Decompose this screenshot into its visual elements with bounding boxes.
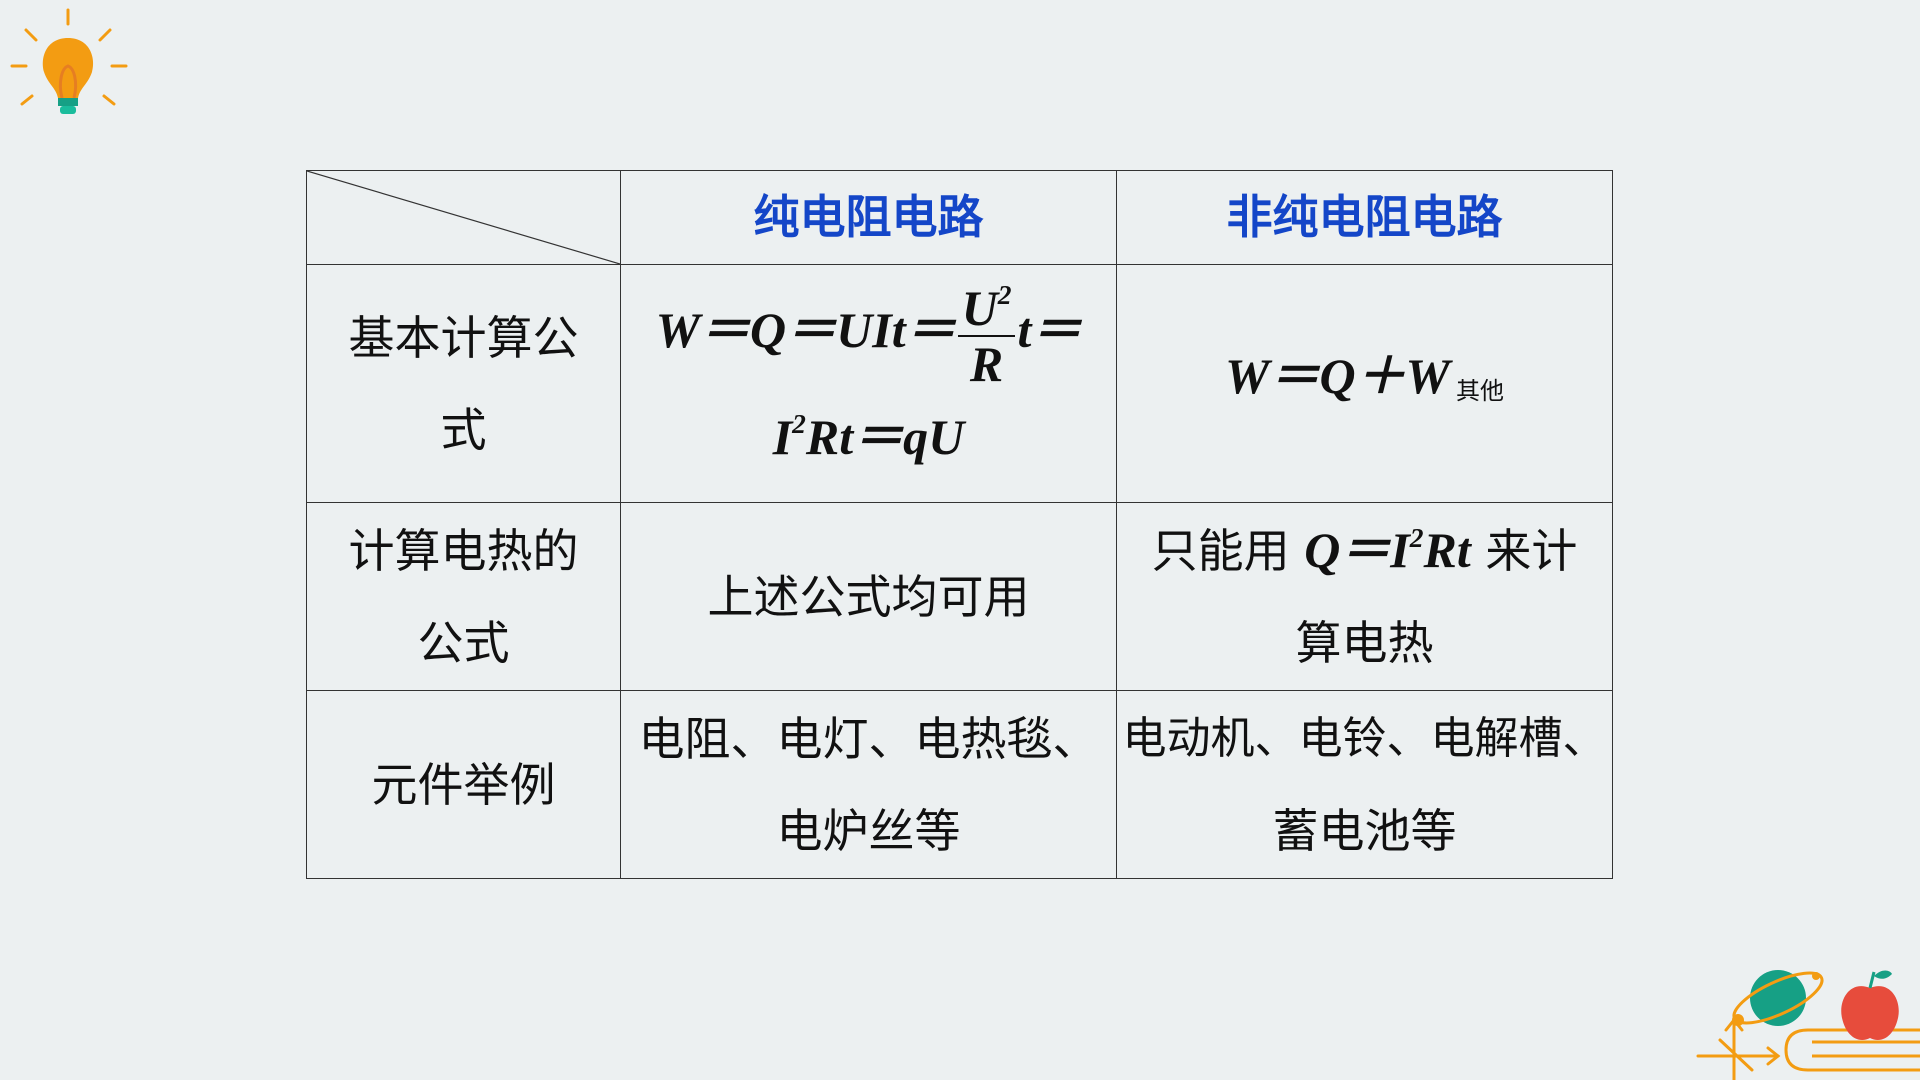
header-non-pure-resistance: 非纯电阻电路	[1116, 170, 1613, 265]
superscript: 2	[997, 279, 1012, 311]
header-pure-resistance: 纯电阻电路	[620, 170, 1117, 265]
cell-line: 电动机、电铃、电解槽、	[1122, 712, 1607, 764]
table-row: 计算电热的 公式 上述公式均可用 只能用 Q＝I2Rt 来计 算电热	[306, 502, 1613, 691]
cell-nonpure-examples: 电动机、电铃、电解槽、 蓄电池等	[1116, 690, 1613, 879]
row-label-examples: 元件举例	[306, 690, 621, 879]
formula-text: W＝Q＋W	[1224, 348, 1451, 404]
row-label-heat-formula: 计算电热的 公式	[306, 502, 621, 691]
formula: Q＝I2Rt	[1304, 522, 1471, 578]
globe-apple-books-decoration	[1696, 970, 1920, 1080]
row-label-basic-formula: 基本计算公 式	[306, 264, 621, 503]
formula-text: Q＝I	[1304, 522, 1410, 578]
cell-pure-examples: 电阻、电灯、电热毯、 电炉丝等	[620, 690, 1117, 879]
globe-icon	[1732, 970, 1824, 1026]
cell-line: 算电热	[1295, 616, 1434, 670]
frac-numerator: U	[961, 279, 998, 336]
row-label-line: 基本计算公	[348, 310, 579, 365]
axes-icon	[1696, 1017, 1781, 1080]
formula-text: Rt	[1423, 522, 1471, 578]
row-label-line: 式	[440, 402, 487, 457]
cell-line: 电炉丝等	[776, 803, 961, 858]
cell-pure-heat-formula: 上述公式均可用	[620, 502, 1117, 691]
header-row: 纯电阻电路 非纯电阻电路	[306, 170, 1613, 265]
books-icon	[1784, 1028, 1920, 1072]
table-row: 元件举例 电阻、电灯、电热毯、 电炉丝等 电动机、电铃、电解槽、 蓄电池等	[306, 690, 1613, 879]
apple-icon	[1841, 970, 1899, 1040]
superscript: 2	[1409, 521, 1424, 553]
formula-text: Rt＝qU	[805, 408, 965, 465]
row-label-line: 计算电热的	[348, 523, 579, 578]
cell-line: 只能用 Q＝I2Rt 来计	[1125, 504, 1604, 597]
frac-denominator: R	[969, 335, 1004, 392]
lightbulb-icon	[10, 8, 128, 114]
cell-line: 蓄电池等	[1272, 803, 1457, 858]
diagonal-corner-cell	[306, 170, 621, 265]
text: 只能用	[1151, 524, 1305, 578]
formula-text: t＝	[1017, 302, 1082, 359]
subscript: 其他	[1456, 377, 1505, 405]
formula-text: I	[772, 408, 793, 465]
cell-line: 电阻、电灯、电热毯、	[638, 711, 1099, 766]
row-label-line: 公式	[417, 615, 510, 670]
formula-text: W＝Q＝UIt＝	[655, 302, 956, 359]
cell-nonpure-heat-formula: 只能用 Q＝I2Rt 来计 算电热	[1116, 502, 1613, 691]
text: 来计	[1470, 524, 1578, 578]
formula-line-2: I2Rt＝qU	[629, 389, 1108, 485]
superscript: 2	[792, 408, 806, 440]
